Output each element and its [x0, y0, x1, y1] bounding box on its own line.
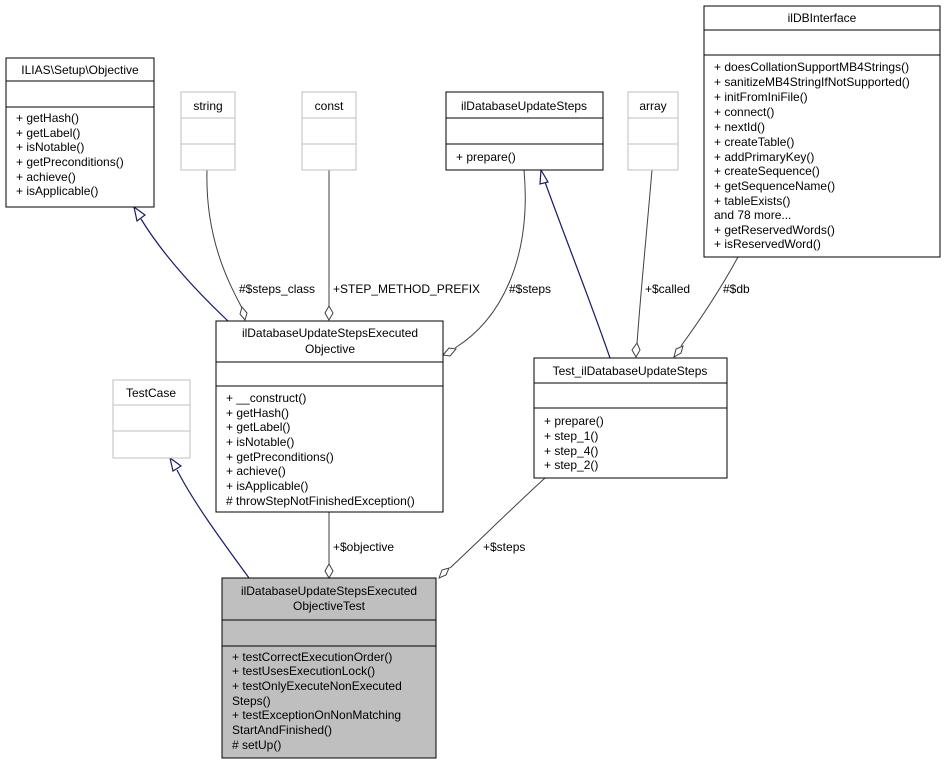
edge-label-steps-public: +$steps [483, 540, 525, 554]
class-name: ilDatabaseUpdateSteps [461, 99, 587, 113]
aggregation-edge-steps-class [206, 169, 248, 322]
method: + testCorrectExecutionOrder() [232, 650, 392, 664]
class-box-array: array [627, 91, 679, 171]
method: # throwStepNotFinishedException() [226, 494, 415, 508]
edge-label-steps-protected: #$steps [509, 282, 551, 296]
class-box-executed-objective: ilDatabaseUpdateStepsExecuted Objective … [215, 320, 444, 513]
method: + isReservedWord() [714, 237, 821, 251]
inheritance-edge-update-steps [539, 168, 611, 359]
method: + getHash() [226, 406, 289, 420]
method: + prepare() [456, 150, 516, 164]
method: + isNotable() [226, 435, 294, 449]
method: + tableExists() [714, 194, 790, 208]
edge-label-step-method-prefix: +STEP_METHOD_PREFIX [333, 282, 480, 296]
class-name: const [315, 99, 344, 113]
method: + getHash() [16, 111, 79, 125]
class-name-line: Objective [305, 342, 355, 356]
method: + step_1() [544, 429, 598, 443]
method: + getReservedWords() [714, 223, 835, 237]
edge-label-db: #$db [723, 282, 750, 296]
class-name: ilDBInterface [788, 11, 857, 25]
aggregation-edge-called [631, 169, 653, 359]
class-name: string [193, 99, 222, 113]
aggregation-edge-step-method-prefix [324, 170, 334, 322]
class-name: ILIAS\Setup\Objective [21, 63, 139, 77]
method: + nextId() [714, 120, 765, 134]
method: + prepare() [544, 414, 604, 428]
class-box-const: const [301, 91, 357, 171]
method: + addPrimaryKey() [714, 150, 814, 164]
class-name: Test_ilDatabaseUpdateSteps [553, 364, 708, 378]
inheritance-edge-testcase [169, 456, 250, 579]
method: + isNotable() [16, 140, 84, 154]
method: + getLabel() [226, 420, 290, 434]
method: + createTable() [714, 135, 794, 149]
method: + step_2() [544, 458, 598, 472]
method: + getPreconditions() [226, 450, 334, 464]
aggregation-edge-objective [324, 512, 334, 580]
method: + getSequenceName() [714, 179, 835, 193]
method: + testExceptionOnNonMatching [232, 708, 401, 722]
class-name: TestCase [126, 386, 176, 400]
class-name: array [639, 99, 666, 113]
method: + testUsesExecutionLock() [232, 664, 375, 678]
method: + connect() [714, 105, 774, 119]
method: + step_4() [544, 444, 598, 458]
class-box-update-steps: ilDatabaseUpdateSteps + prepare() [445, 91, 604, 171]
aggregation-edge-db [673, 256, 739, 359]
edge-label-steps-class: #$steps_class [239, 282, 315, 296]
class-box-test-update-steps: Test_ilDatabaseUpdateSteps + prepare() +… [533, 357, 728, 479]
method: and 78 more... [714, 208, 791, 222]
class-box-testcase: TestCase [112, 379, 191, 459]
method: Steps() [232, 694, 271, 708]
method: + sanitizeMB4StringIfNotSupported() [714, 75, 910, 89]
inheritance-edge-objective [133, 205, 229, 322]
class-name-line: ilDatabaseUpdateStepsExecuted [241, 584, 417, 598]
edge-label-objective: +$objective [333, 540, 394, 554]
aggregation-edge-steps-public [438, 477, 546, 579]
class-name-line: ilDatabaseUpdateStepsExecuted [242, 326, 418, 340]
method: + initFromIniFile() [714, 90, 808, 104]
class-box-setup-objective: ILIAS\Setup\Objective + getHash() + getL… [5, 57, 155, 208]
method: + achieve() [16, 170, 76, 184]
edge-label-called: +$called [645, 282, 690, 296]
method: + doesCollationSupportMB4Strings() [714, 60, 909, 74]
class-box-objective-test: ilDatabaseUpdateStepsExecuted ObjectiveT… [221, 577, 437, 759]
aggregation-edge-steps-protected [442, 169, 526, 357]
method: StartAndFinished() [232, 723, 332, 737]
method: + createSequence() [714, 164, 820, 178]
method: + getLabel() [16, 126, 80, 140]
method: # setUp() [232, 738, 281, 752]
class-box-string: string [180, 91, 236, 171]
method: + __construct() [226, 391, 306, 405]
method: + testOnlyExecuteNonExecuted [232, 679, 402, 693]
class-name-line: ObjectiveTest [293, 599, 366, 613]
method: + achieve() [226, 464, 286, 478]
method: + isApplicable() [226, 479, 308, 493]
method: + getPreconditions() [16, 155, 124, 169]
method: + isApplicable() [16, 184, 98, 198]
class-box-db-interface: ilDBInterface + doesCollationSupportMB4S… [703, 5, 941, 258]
